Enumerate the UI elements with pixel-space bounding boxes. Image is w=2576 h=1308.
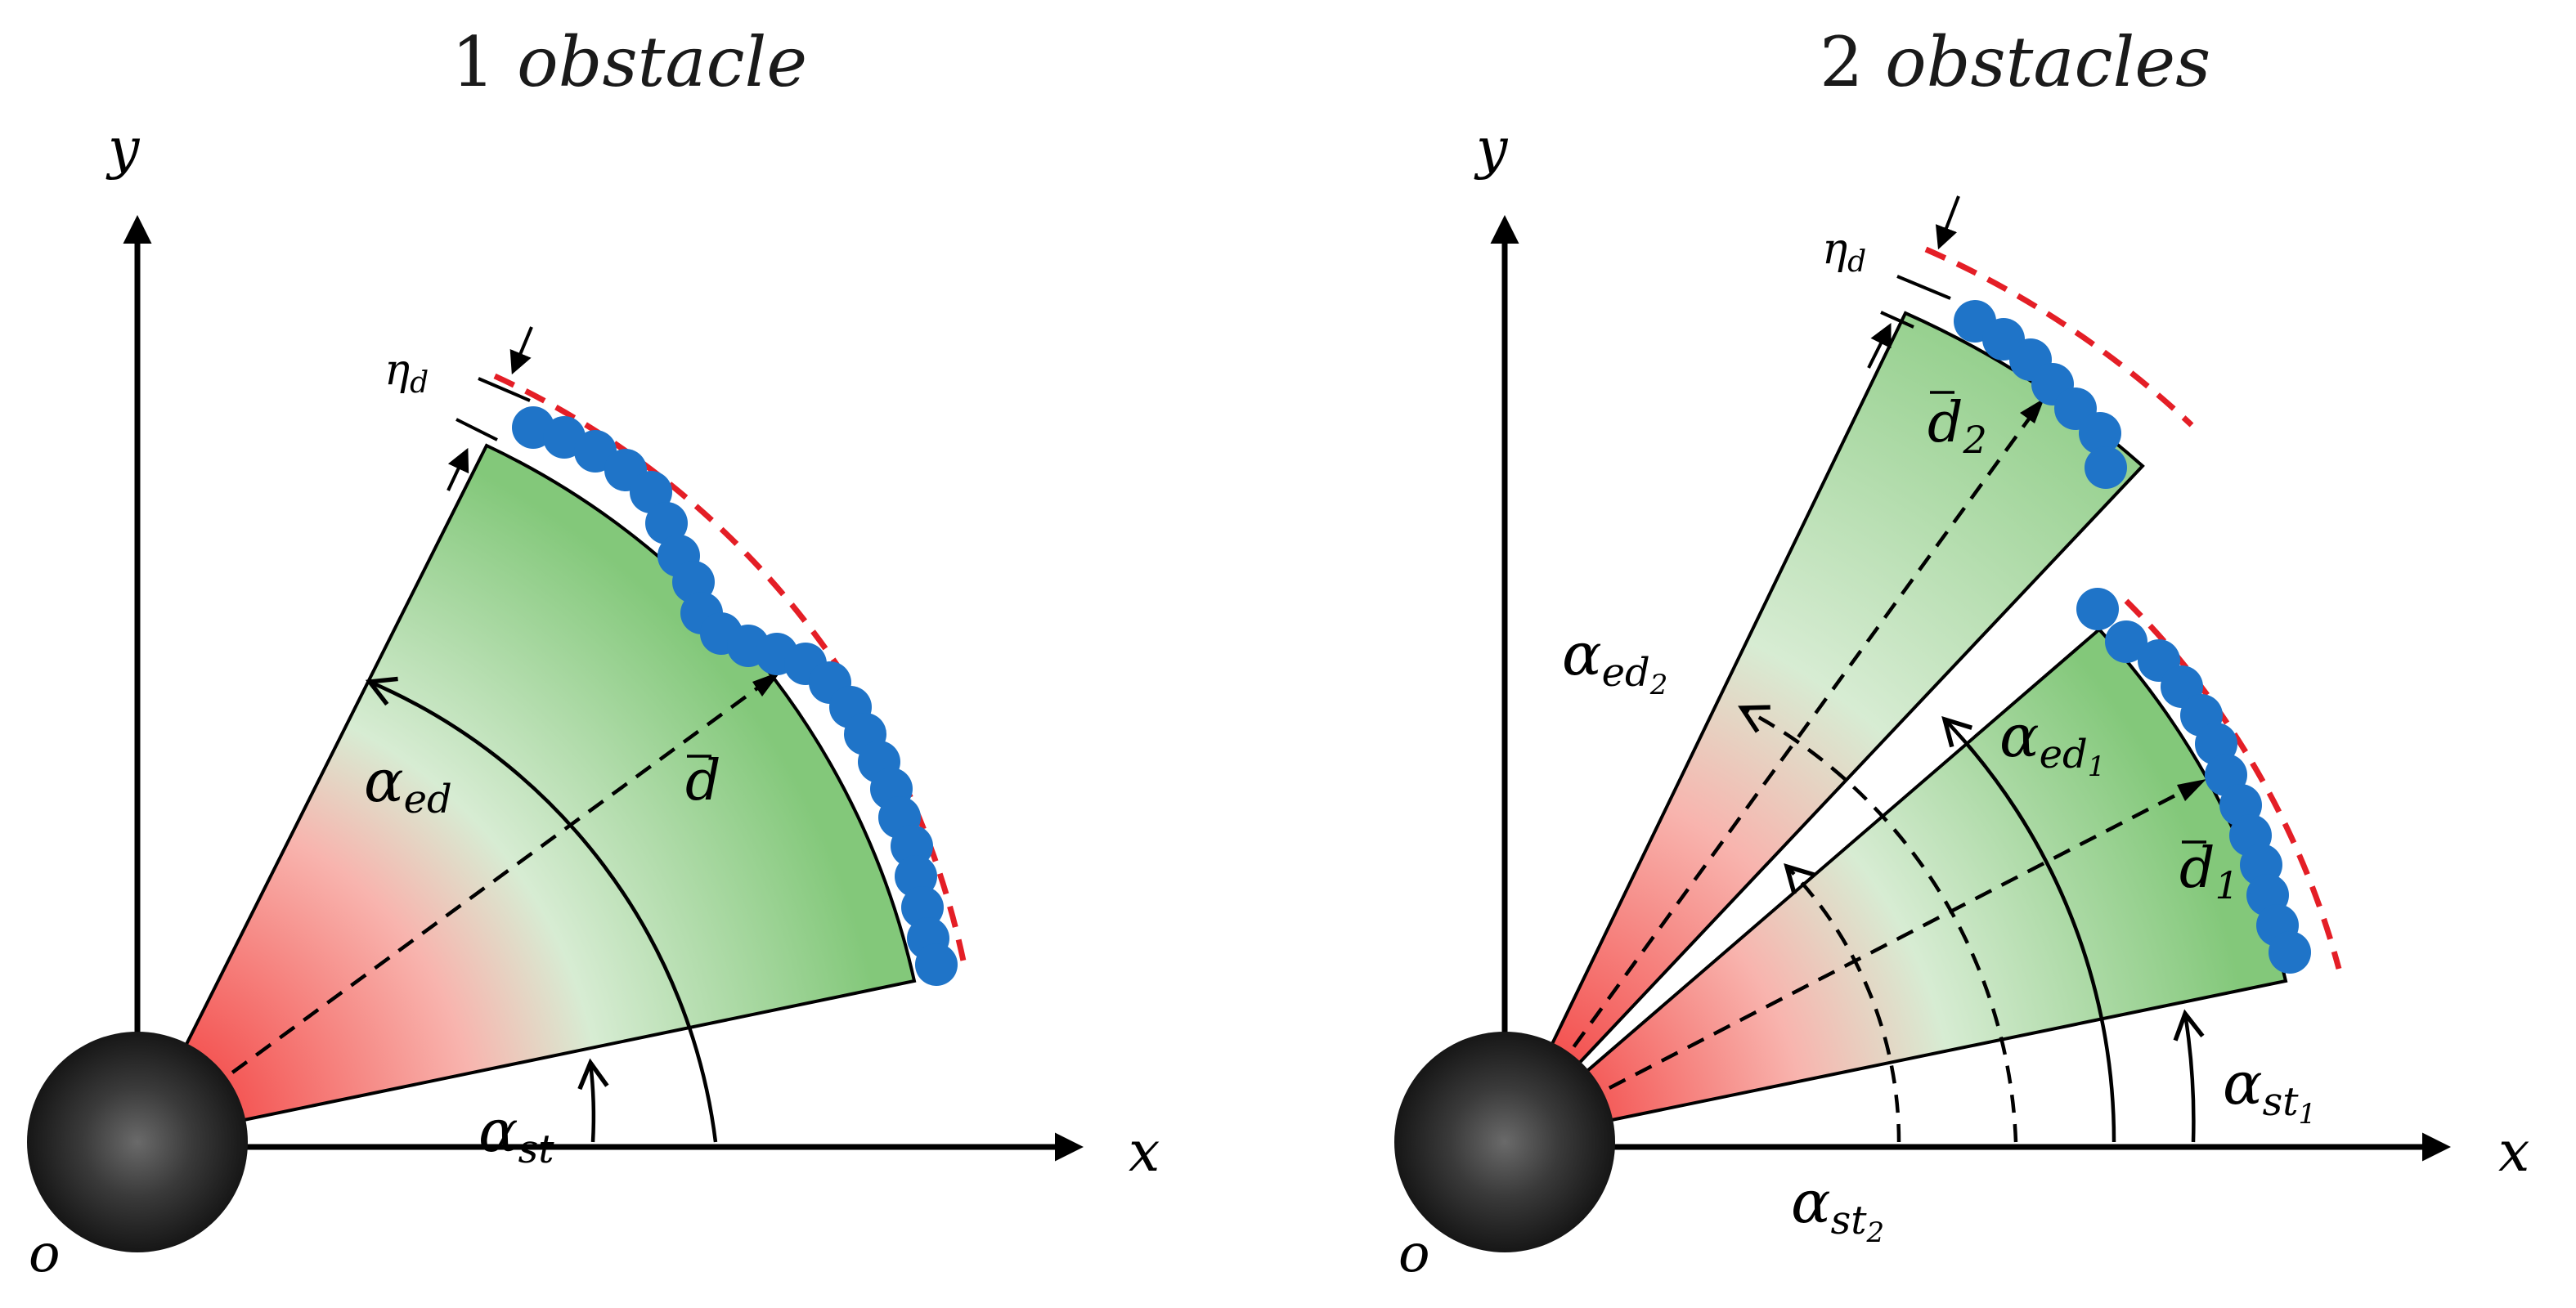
robot-sphere — [27, 1032, 248, 1252]
y-axis-label: y — [105, 117, 141, 181]
x-axis-label: x — [1129, 1120, 1160, 1185]
obstacle-1-points — [2076, 588, 2311, 974]
dbar2-line — [1503, 407, 2038, 1144]
y-axis-label-2: y — [1474, 117, 1509, 181]
panel-2-obstacles: 2 obstacles — [1394, 22, 2529, 1284]
origin-label-2: o — [1398, 1224, 1430, 1284]
alpha-st2-arc — [1784, 863, 1901, 1143]
eta2-arrow-bottom — [1867, 322, 1892, 369]
eta-label: ηd — [384, 346, 429, 400]
dbar-arrowhead — [752, 671, 781, 697]
obstacle-2-boundary — [1924, 246, 2194, 428]
panel-2-title: 2 obstacles — [1820, 22, 2210, 102]
dbar-label: d — [685, 749, 721, 813]
sensing-sector — [134, 443, 917, 1144]
alpha-ed1-label: αed1 — [1999, 701, 2105, 783]
alpha-ed2-label: αed2 — [1562, 620, 1667, 701]
svg-text:d2: d2 — [1928, 391, 1987, 462]
dbar1-arrowhead — [2177, 779, 2206, 801]
dbar1-line — [1503, 783, 2197, 1144]
eta2-arrow-top — [1935, 195, 1960, 250]
svg-text:d1: d1 — [2179, 836, 2239, 907]
alpha-ed-label: αed — [364, 746, 452, 822]
x-axis-label-2: x — [2498, 1120, 2529, 1185]
eta-arrow-bottom — [447, 447, 469, 491]
alpha-st-arc — [577, 1058, 609, 1143]
eta2-tick-outer — [1896, 275, 1951, 300]
alpha-st1-arc — [2173, 1009, 2205, 1143]
obstacle-1-boundary — [2124, 598, 2342, 970]
robot-sphere-2 — [1394, 1032, 1615, 1252]
panel-1-obstacle: 1 obstacle — [27, 22, 1160, 1284]
obstacle-points — [512, 406, 958, 986]
obstacle-2-points — [1954, 300, 2127, 489]
svg-text:d: d — [685, 749, 721, 813]
eta-tick-outer — [478, 377, 531, 402]
alpha-ed2-arc — [1738, 705, 2018, 1143]
alpha-ed1-arc — [1941, 715, 2116, 1143]
panel-1-title: 1 obstacle — [451, 22, 807, 102]
dbar2-label: d2 — [1928, 391, 1987, 462]
alpha-st2-label: αst2 — [1791, 1167, 1884, 1249]
eta-arrow-top — [509, 326, 533, 375]
dbar-line — [136, 675, 774, 1144]
eta-tick-inner — [456, 418, 498, 441]
eta2-tick-inner — [1880, 311, 1914, 329]
alpha-st1-label: αst1 — [2223, 1049, 2316, 1131]
dbar1-label: d1 — [2179, 836, 2239, 907]
alpha-st-label: αst — [478, 1096, 554, 1172]
origin-label: o — [29, 1224, 61, 1284]
dbar2-arrowhead — [2020, 398, 2044, 423]
alpha-ed-arc — [365, 676, 718, 1143]
eta-label-2: ηd — [1822, 225, 1866, 279]
